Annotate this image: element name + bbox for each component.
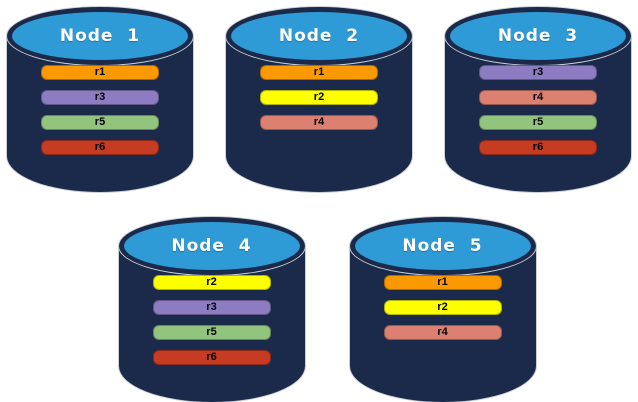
replica-bar-r3: r3 bbox=[41, 90, 159, 105]
replica-label: r3 bbox=[206, 301, 217, 313]
replica-bar-list: r1 r2 r4 bbox=[350, 275, 536, 340]
node-title: Node 4 bbox=[171, 236, 252, 256]
replica-label: r6 bbox=[532, 141, 544, 153]
node-title: Node 5 bbox=[402, 236, 483, 256]
replica-bar-r5: r5 bbox=[479, 115, 597, 130]
replica-bar-list: r3 r4 r5 r6 bbox=[445, 65, 631, 155]
replica-label: r2 bbox=[313, 91, 325, 103]
node-title: Node 2 bbox=[278, 26, 360, 46]
replica-bar-r1: r1 bbox=[260, 65, 378, 80]
db-cylinder-node-5: Node 5 r1 r2 r4 bbox=[349, 217, 536, 402]
replica-bar-r3: r3 bbox=[479, 65, 597, 80]
replica-label: r1 bbox=[313, 66, 325, 78]
replica-bar-r1: r1 bbox=[383, 275, 502, 290]
node-title: Node 3 bbox=[497, 26, 579, 46]
replica-bar-r2: r2 bbox=[152, 275, 271, 290]
replica-bar-list: r2 r3 r5 r6 bbox=[119, 275, 305, 365]
node-title: Node 1 bbox=[59, 26, 141, 46]
replica-label: r5 bbox=[206, 326, 217, 338]
replica-label: r1 bbox=[437, 276, 448, 288]
replica-bar-r4: r4 bbox=[479, 90, 597, 105]
replica-bar-r6: r6 bbox=[41, 140, 159, 155]
replica-bar-r2: r2 bbox=[260, 90, 378, 105]
replica-bar-r2: r2 bbox=[383, 300, 502, 315]
replica-label: r6 bbox=[206, 351, 217, 363]
cylinder-top-ellipse: Node 3 bbox=[445, 7, 631, 65]
replica-label: r2 bbox=[206, 276, 217, 288]
replica-bar-r4: r4 bbox=[260, 115, 378, 130]
replica-label: r4 bbox=[437, 326, 448, 338]
replica-bar-r5: r5 bbox=[41, 115, 159, 130]
replica-label: r3 bbox=[532, 66, 544, 78]
node-row-bottom: Node 4 r2 r3 r5 r6 Node 5 r1 r2 r4 bbox=[8, 217, 638, 402]
db-cylinder-node-2: Node 2 r1 r2 r4 bbox=[226, 7, 412, 192]
db-cylinder-node-1: Node 1 r1 r3 r5 r6 bbox=[7, 7, 193, 192]
replica-bar-list: r1 r2 r4 bbox=[226, 65, 412, 130]
replica-label: r5 bbox=[532, 116, 544, 128]
replica-bar-r5: r5 bbox=[152, 325, 271, 340]
replica-bar-r4: r4 bbox=[383, 325, 502, 340]
cylinder-top-ellipse: Node 4 bbox=[118, 217, 305, 275]
cylinder-top-ellipse: Node 5 bbox=[349, 217, 536, 275]
replica-label: r6 bbox=[94, 141, 106, 153]
db-cylinder-node-3: Node 3 r3 r4 r5 r6 bbox=[445, 7, 631, 192]
replica-bar-r6: r6 bbox=[152, 350, 271, 365]
replica-bar-r3: r3 bbox=[152, 300, 271, 315]
replica-label: r4 bbox=[313, 116, 325, 128]
replica-label: r1 bbox=[94, 66, 106, 78]
replica-label: r2 bbox=[437, 301, 448, 313]
replica-label: r4 bbox=[532, 91, 544, 103]
cylinder-top-ellipse: Node 1 bbox=[7, 7, 193, 65]
replica-bar-r1: r1 bbox=[41, 65, 159, 80]
cylinder-top-ellipse: Node 2 bbox=[226, 7, 412, 65]
replica-bar-r6: r6 bbox=[479, 140, 597, 155]
replica-bar-list: r1 r3 r5 r6 bbox=[7, 65, 193, 155]
replica-label: r5 bbox=[94, 116, 106, 128]
db-cylinder-node-4: Node 4 r2 r3 r5 r6 bbox=[118, 217, 305, 402]
replica-label: r3 bbox=[94, 91, 106, 103]
